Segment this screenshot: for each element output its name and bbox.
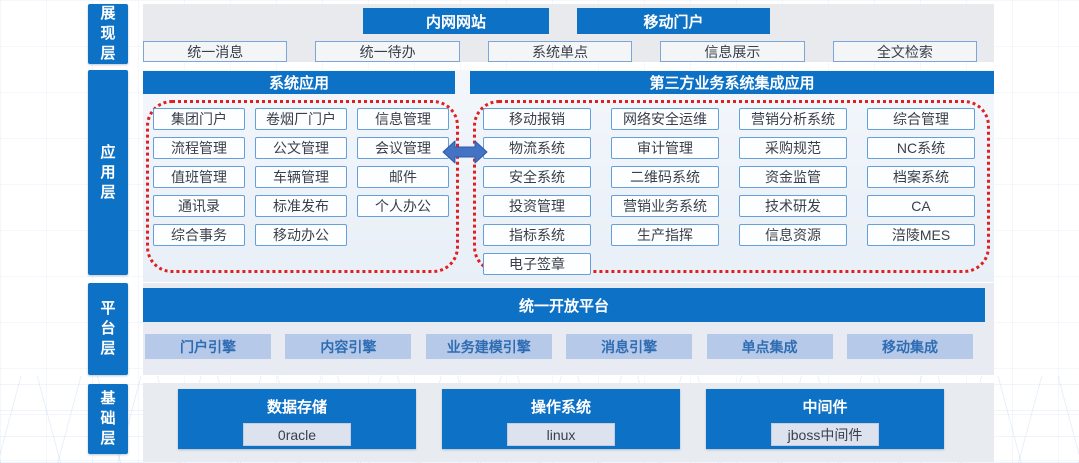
portal-node: 移动门户 xyxy=(577,8,770,34)
app-node: 技术研发 xyxy=(739,195,847,217)
base-group: 数据存储 0racle xyxy=(178,389,416,449)
service-node: 统一待办 xyxy=(315,41,460,62)
app-node: 车辆管理 xyxy=(255,166,347,188)
third-party-apps-group: 移动报销网络安全运维营销分析系统综合管理物流系统审计管理采购规范 NC系统安全系统… xyxy=(473,100,990,275)
app-node: 涪陵MES xyxy=(867,224,975,246)
app-node: 邮件 xyxy=(357,166,449,188)
integration-sync-arrow-icon xyxy=(442,140,488,164)
app-node: 移动报销 xyxy=(483,108,591,130)
app-node: 二维码系统 xyxy=(611,166,719,188)
app-node: 流程管理 xyxy=(153,137,245,159)
app-node: 综合事务 xyxy=(153,224,245,246)
app-node: 安全系统 xyxy=(483,166,591,188)
layer-label-presentation: 展现层 xyxy=(88,4,128,64)
service-node: 统一消息 xyxy=(143,41,288,62)
app-node: 生产指挥 xyxy=(611,224,719,246)
base-group: 中间件 jboss中间件 xyxy=(706,389,944,449)
base-group-title: 数据存储 xyxy=(266,399,327,416)
app-node: 营销分析系统 xyxy=(739,108,847,130)
service-node: 信息展示 xyxy=(660,41,805,62)
app-node: 资金监管 xyxy=(739,166,847,188)
layer-label-text: 应用层 xyxy=(100,143,116,201)
base-layer-panel: 数据存储 0racle 操作系统 linux 中间件 jboss中间件 xyxy=(143,383,994,462)
app-node: 投资管理 xyxy=(483,195,591,217)
engine-node: 单点集成 xyxy=(706,334,833,359)
app-node: 信息资源 xyxy=(739,224,847,246)
app-node: 网络安全运维 xyxy=(611,108,719,130)
app-node: 公文管理 xyxy=(255,137,347,159)
layer-label-text: 基础层 xyxy=(100,390,116,447)
engine-row: 门户引擎内容引擎业务建模引擎消息引擎单点集成移动集成 xyxy=(145,334,973,359)
presentation-layer-panel: 内网网站 移动门户 统一消息 统一待办 系统单点 信息展示 全文检索 xyxy=(143,4,994,62)
app-node: 卷烟厂门户 xyxy=(255,108,347,130)
portal-node: 内网网站 xyxy=(363,8,549,34)
base-group-title: 操作系统 xyxy=(530,399,591,416)
base-group: 操作系统 linux xyxy=(442,389,680,449)
engine-node: 消息引擎 xyxy=(566,334,693,359)
system-apps-group: 集团门户卷烟厂门户信息管理流程管理公文管理会议管理值班管理车辆管理邮件通讯录标准… xyxy=(146,100,459,273)
open-platform-header: 统一开放平台 xyxy=(143,288,985,322)
app-node: 通讯录 xyxy=(153,195,245,217)
base-group-title: 中间件 xyxy=(802,399,848,416)
app-node: NC系统 xyxy=(867,137,975,159)
app-node: 档案系统 xyxy=(867,166,975,188)
base-group-item: linux xyxy=(507,423,615,446)
engine-node: 移动集成 xyxy=(846,334,973,359)
app-node: CA xyxy=(867,195,975,217)
third-party-apps-header: 第三方业务系统集成应用 xyxy=(470,71,994,94)
base-group-item: 0racle xyxy=(243,423,351,446)
base-group-item: jboss中间件 xyxy=(771,423,879,446)
base-group-row: 数据存储 0racle 操作系统 linux 中间件 jboss中间件 xyxy=(178,389,944,449)
app-node: 个人办公 xyxy=(357,195,449,217)
app-node: 审计管理 xyxy=(611,137,719,159)
app-node: 集团门户 xyxy=(153,108,245,130)
app-node: 信息管理 xyxy=(357,108,449,130)
layer-label-platform: 平台层 xyxy=(88,283,128,375)
layer-label-text: 展现层 xyxy=(100,5,116,62)
system-apps-header: 系统应用 xyxy=(143,71,455,94)
engine-node: 门户引擎 xyxy=(145,334,271,359)
engine-node: 业务建模引擎 xyxy=(425,334,552,359)
app-node: 电子签章 xyxy=(483,253,591,275)
app-node: 标准发布 xyxy=(255,195,347,217)
app-node: 物流系统 xyxy=(483,137,591,159)
application-layer-panel: 系统应用 第三方业务系统集成应用 集团门户卷烟厂门户信息管理流程管理公文管理会议… xyxy=(143,70,994,282)
layer-label-base: 基础层 xyxy=(88,384,128,454)
app-node: 会议管理 xyxy=(357,137,449,159)
layer-label-text: 平台层 xyxy=(100,300,116,357)
platform-layer-panel: 统一开放平台 门户引擎内容引擎业务建模引擎消息引擎单点集成移动集成 xyxy=(143,283,994,375)
app-node: 营销业务系统 xyxy=(611,195,719,217)
app-node: 综合管理 xyxy=(867,108,975,130)
service-node: 全文检索 xyxy=(832,41,978,62)
app-node: 值班管理 xyxy=(153,166,245,188)
app-node: 移动办公 xyxy=(255,224,347,246)
app-node: 指标系统 xyxy=(483,224,591,246)
layer-label-application: 应用层 xyxy=(88,70,128,275)
service-node: 系统单点 xyxy=(487,41,633,62)
presentation-service-row: 统一消息 统一待办 系统单点 信息展示 全文检索 xyxy=(143,41,978,62)
app-node: 采购规范 xyxy=(739,137,847,159)
engine-node: 内容引擎 xyxy=(285,334,412,359)
